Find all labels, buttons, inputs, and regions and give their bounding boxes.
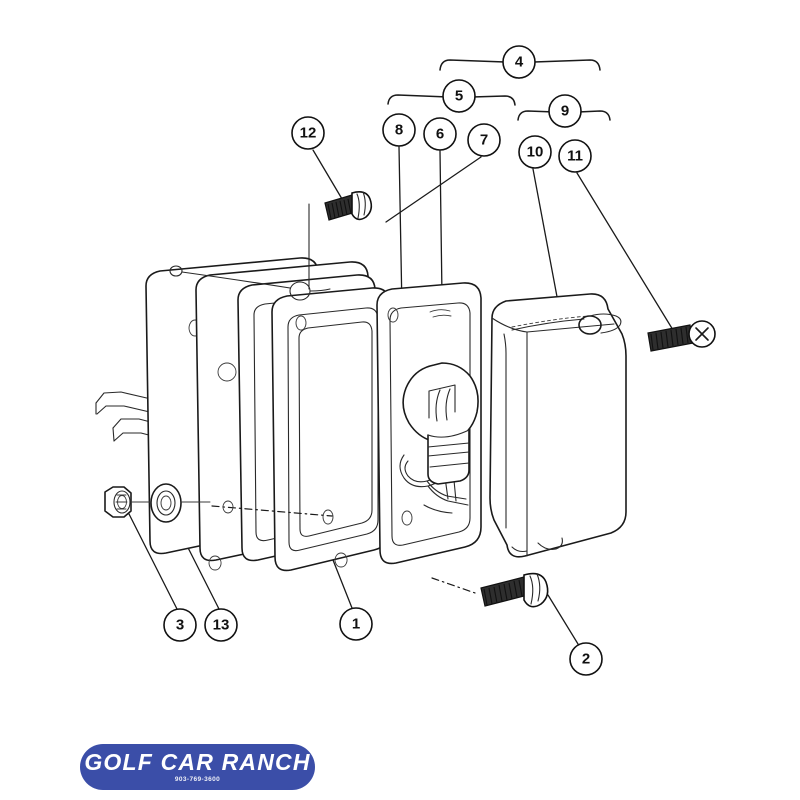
callout-11[interactable]: 11 [558, 139, 592, 173]
brand-name: GOLF CAR RANCH [84, 748, 311, 775]
part-bulb [402, 362, 479, 485]
callout-3-label: 3 [176, 617, 184, 634]
callout-8-label: 8 [395, 122, 403, 139]
callout-4[interactable]: 4 [502, 45, 536, 79]
callout-2[interactable]: 2 [569, 642, 603, 676]
callout-12-label: 12 [300, 125, 317, 142]
brand-logo: GOLF CAR RANCH 903-769-3600 [80, 744, 315, 790]
callout-5[interactable]: 5 [442, 79, 476, 113]
callout-9-label: 9 [561, 103, 569, 120]
part-nut [104, 486, 132, 518]
part-lens-housing-frame [271, 287, 391, 572]
callout-8[interactable]: 8 [382, 113, 416, 147]
callout-10[interactable]: 10 [518, 135, 552, 169]
callout-9[interactable]: 9 [548, 94, 582, 128]
leader-10 [532, 168, 562, 319]
assembly-centerline [130, 500, 333, 517]
part-grommet-washer [150, 483, 182, 523]
callout-3[interactable]: 3 [163, 608, 197, 642]
callout-6-label: 6 [436, 126, 444, 143]
callout-7[interactable]: 7 [467, 123, 501, 157]
leader-8 [398, 146, 403, 311]
part-phillips-screw [647, 320, 716, 352]
brand-phone: 903-769-3600 [174, 775, 221, 783]
part-slotted-screw-lower [431, 572, 549, 608]
leader-11 [576, 172, 674, 331]
callout-10-label: 10 [527, 144, 544, 161]
leader-7 [385, 156, 482, 223]
callout-1-label: 1 [352, 616, 360, 633]
leader-lines [127, 146, 674, 645]
leader-2 [547, 594, 579, 645]
callout-5-label: 5 [455, 88, 463, 105]
callout-1[interactable]: 1 [339, 607, 373, 641]
callout-circles: 4 5 9 8 6 7 10 [163, 45, 603, 676]
part-slotted-screw-upper [324, 191, 373, 221]
part-lens-cover [489, 293, 627, 558]
callout-7-label: 7 [480, 132, 488, 149]
callout-2-label: 2 [582, 651, 590, 668]
callout-12[interactable]: 12 [291, 116, 325, 150]
leader-3 [127, 511, 178, 610]
rear-plate-mount-points [169, 203, 331, 571]
callout-4-label: 4 [515, 54, 524, 71]
callout-13[interactable]: 13 [204, 608, 238, 642]
callout-6[interactable]: 6 [423, 117, 457, 151]
leader-1 [332, 559, 353, 609]
leader-12 [312, 149, 346, 205]
callout-11-label: 11 [567, 148, 583, 165]
callout-13-label: 13 [213, 617, 230, 634]
